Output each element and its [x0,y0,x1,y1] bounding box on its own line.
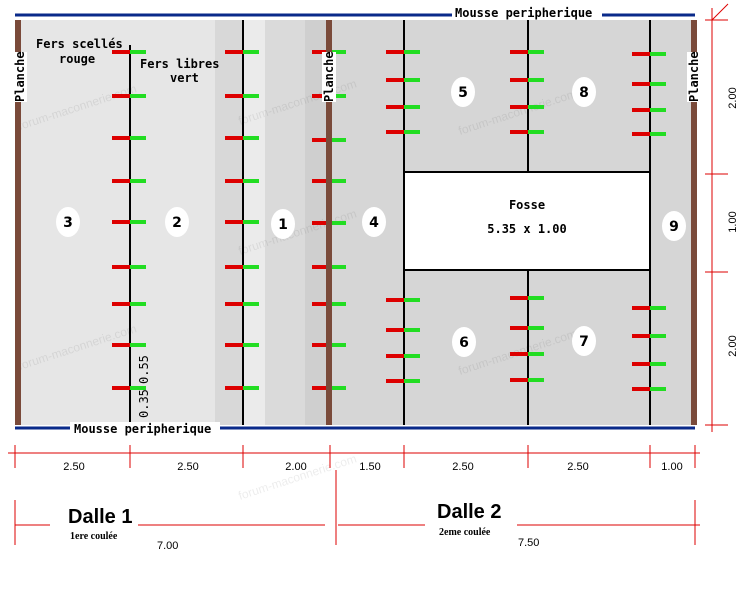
fers-libres-color: vert [170,71,199,85]
dimension-value: 2.00 [727,335,739,356]
zone-marker-circle [165,207,189,237]
dimension-value: 2.00 [285,461,306,473]
zone-marker-circle [572,326,596,356]
dimension-value: 2.50 [452,461,473,473]
mousse-label-top: Mousse peripherique [455,6,592,20]
spacing-label-035: 0.35 [137,389,151,418]
zone-number: 3 [63,215,73,231]
mousse-label-bottom: Mousse peripherique [74,422,211,436]
planche-label-middle: Planche [322,51,336,102]
zone-marker-circle [56,207,80,237]
zone-marker-circle [451,77,475,107]
planche-right [691,20,697,425]
dalle2-subtitle: 2eme coulée [439,527,491,538]
bottom-dimension-line [8,445,700,468]
dalle1-subtitle: 1ere coulée [70,531,118,542]
planche-label-right: Planche [687,51,701,102]
bottom-dimensions: 2.50 2.50 2.00 1.50 2.50 2.50 1.00 [63,461,682,473]
svg-text:forum-maconnerie.com: forum-maconnerie.com [237,451,359,502]
zone-number: 1 [278,217,288,233]
zone-number: 4 [369,215,379,231]
fosse [403,171,651,271]
zone-number: 2 [172,215,182,231]
zone-marker-circle [662,211,686,241]
planche-left [15,20,21,425]
zone-marker-circle [362,207,386,237]
zone-marker-circle [572,77,596,107]
fosse-title: Fosse [509,198,545,212]
zone-number: 6 [459,335,469,351]
zone-number: 5 [458,85,468,101]
dimension-value: 2.50 [177,461,198,473]
zone-number: 8 [579,85,589,101]
fers-scelles-label: Fers scellés [36,37,123,51]
spacing-label-055: 0.55 [137,355,151,384]
dimension-value: 1.00 [661,461,682,473]
planche-label-left: Planche [13,51,27,102]
dimension-value: 2.50 [567,461,588,473]
rebars [112,50,666,391]
dimension-value: 1.50 [359,461,380,473]
zone-number: 7 [579,334,589,350]
planche-labels: Planche Planche Planche [13,51,701,102]
dimension-value: 1.00 [727,211,739,232]
dalle2-title: Dalle 2 [437,501,501,523]
right-dimension-line [705,3,729,432]
dalle1-length: 7.00 [157,540,178,552]
fers-libres-label: Fers libres [140,57,219,71]
dalle1-title: Dalle 1 [68,506,132,528]
zone-marker-circle [452,327,476,357]
zone-marker-circle [271,209,295,239]
planche-middle [326,20,332,425]
dimension-value: 2.50 [63,461,84,473]
zone-number: 9 [669,219,679,235]
right-dimensions: 2.00 1.00 2.00 [727,87,739,356]
zone-markers: 1 2 3 4 5 6 7 8 9 [56,77,686,357]
dalle2-length: 7.50 [518,537,539,549]
dimension-value: 2.00 [727,87,739,108]
fers-scelles-color: rouge [59,52,95,66]
fosse-dimensions: 5.35 x 1.00 [487,222,566,236]
